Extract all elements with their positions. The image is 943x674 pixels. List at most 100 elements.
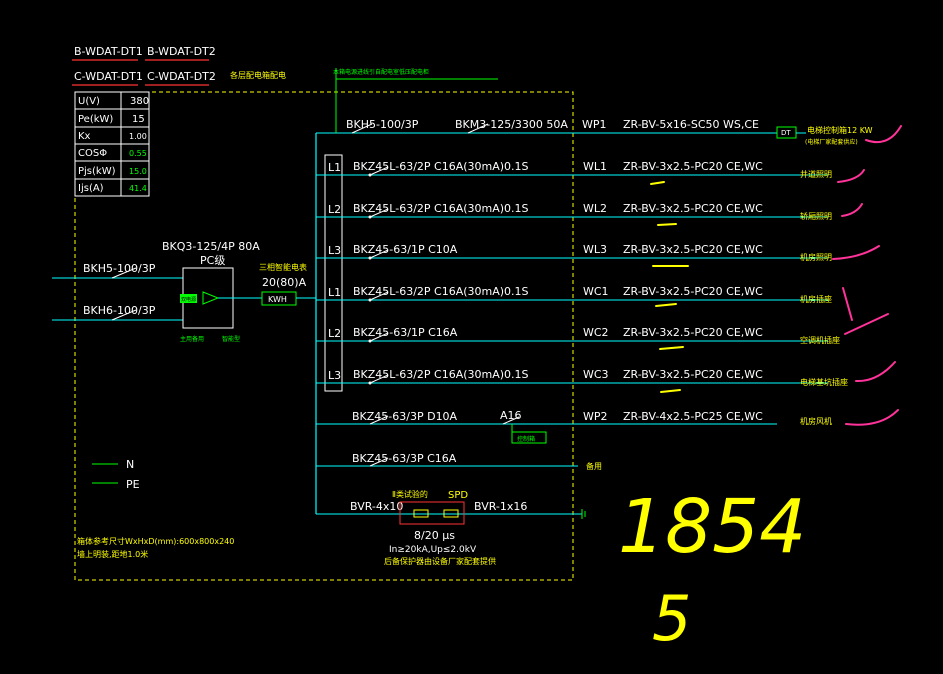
phase-label: L1 (328, 161, 341, 174)
meter-title: 三相智能电表 (259, 262, 307, 272)
circuit-desc: 机房照明 (800, 252, 832, 262)
pink-mark-1 (865, 125, 902, 144)
meter-label: KWH (268, 295, 287, 304)
pink-mark-5 (842, 287, 889, 335)
param-k-0: U(V) (78, 96, 100, 107)
spare-switch (369, 457, 389, 467)
note-line1: 箱体参考尺寸WxHxD(mm):600x800x240 (77, 536, 234, 546)
legend-b1: B-WDAT-DT1 (74, 45, 143, 58)
wp1-breaker: BKH5-100/3P (346, 118, 419, 131)
circuit-switch-pivot (368, 256, 372, 260)
incoming-switch-2 (111, 309, 137, 321)
param-v-5: 41.4 (129, 184, 147, 193)
spd-class: Ⅱ类试验的 (392, 489, 428, 499)
circuit-breaker: BKZ45L-63/2P C16A(30mA)0.1S (353, 285, 529, 298)
spd-cable-left: BVR-4x10 (350, 500, 403, 513)
phase-label: L3 (328, 244, 341, 257)
circuit-switch-pivot (368, 215, 372, 219)
circuit-switch-pivot (368, 173, 372, 177)
circuit-code: WC3 (583, 368, 609, 381)
incoming-breaker-1: BKH5-100/3P (83, 262, 156, 275)
wp2-switch (369, 415, 389, 425)
wp2-control-box (511, 431, 547, 444)
circuit-switch-pivot (368, 381, 372, 385)
spd-element-2 (443, 509, 459, 518)
ats-left-label: 双电源 (181, 296, 196, 303)
ats-arrow-icon (202, 291, 220, 305)
cabinet-title: 各层配电箱配电 (230, 70, 286, 80)
wp2-contactor-switch (502, 416, 520, 425)
circuit-breaker: BKZ45L-63/2P C16A(30mA)0.1S (353, 202, 529, 215)
circuit-switch (369, 208, 389, 218)
phase-column (324, 154, 343, 392)
handwritten-number: 1854 (618, 484, 806, 570)
param-k-1: Pe(kW) (78, 114, 113, 125)
wp2-control-label: 控制箱 (517, 435, 535, 443)
spd-note: 后备保护器由设备厂家配套提供 (384, 556, 496, 566)
spd-box (399, 501, 465, 525)
circuit-switch (369, 374, 389, 384)
circuit-breaker: BKZ45-63/1P C16A (353, 326, 458, 339)
wp1-cable: ZR-BV-5x16-SC50 WS,CE (623, 118, 759, 131)
incoming-switch-1 (111, 267, 137, 279)
circuit-switch (369, 291, 389, 301)
circuit-desc: 轿厢照明 (800, 211, 832, 221)
circuit-cable: ZR-BV-3x2.5-PC20 CE,WC (623, 160, 763, 173)
ats-right-caption: 智能型 (222, 335, 240, 343)
param-k-4: Pjs(kW) (78, 166, 116, 177)
param-v-4: 15.0 (129, 167, 147, 176)
circuit-cable: ZR-BV-3x2.5-PC20 CE,WC (623, 285, 763, 298)
circuit-desc: 机房插座 (800, 294, 832, 304)
ats-left-caption: 主用备用 (180, 335, 204, 343)
meter-rating: 20(80)A (262, 276, 307, 289)
param-k-3: COSΦ (78, 148, 107, 159)
circuit-code: WC2 (583, 326, 609, 339)
ats-left-block (180, 294, 197, 303)
spd-rating1: 8/20 μs (414, 529, 455, 542)
circuit-code: WC1 (583, 285, 609, 298)
wp1-switch-1 (351, 123, 373, 134)
phase-label: L3 (328, 369, 341, 382)
spd-cable-right: BVR-1x16 (474, 500, 527, 513)
underline-6 (660, 389, 681, 393)
legend-c1: C-WDAT-DT1 (74, 70, 143, 83)
circuit-code: WL1 (583, 160, 607, 173)
param-v-0: 380 (130, 96, 149, 107)
circuit-desc: 电梯基坑插座 (800, 377, 848, 387)
circuit-code: WL3 (583, 243, 607, 256)
pink-mark-7 (845, 409, 899, 426)
circuit-switch-pivot (368, 339, 372, 343)
spare-label: 备用 (586, 461, 602, 471)
wp1-desc1: 电梯控制箱12 KW (807, 125, 873, 135)
underline-2 (657, 223, 677, 226)
underline-4 (655, 303, 677, 307)
pink-mark-2 (837, 169, 865, 183)
circuit-cable: ZR-BV-3x2.5-PC20 CE,WC (623, 243, 763, 256)
param-v-1: 15 (132, 114, 145, 125)
top-note: 本箱电源进线引自配电室低压配电柜 (333, 68, 429, 76)
wp2-desc: 机房风机 (800, 416, 832, 426)
wp1-breaker-2: BKM3-125/3300 50A (455, 118, 568, 131)
phase-label: L1 (328, 286, 341, 299)
handwritten-number-2: 5 (652, 582, 691, 655)
pink-mark-4 (832, 245, 880, 260)
circuit-breaker: BKZ45-63/1P C10A (353, 243, 458, 256)
circuit-switch (369, 166, 389, 176)
param-v-3: 0.55 (129, 149, 147, 158)
circuit-cable: ZR-BV-3x2.5-PC20 CE,WC (623, 326, 763, 339)
yellow-underlines (650, 181, 689, 393)
wp1-tag: DT (781, 129, 791, 137)
spd-element-1 (413, 509, 429, 518)
circuit-cable: ZR-BV-3x2.5-PC20 CE,WC (623, 368, 763, 381)
wp1-desc2: (电梯厂家配套供应) (805, 138, 858, 146)
underline-1 (650, 181, 665, 185)
circuit-switch (369, 332, 389, 342)
circuit-breaker: BKZ45L-63/2P C16A(30mA)0.1S (353, 368, 529, 381)
param-k-5: Ijs(A) (78, 183, 104, 194)
wp1-code: WP1 (582, 118, 607, 131)
wp1-switch-2 (467, 123, 489, 134)
circuit-switch (369, 249, 389, 259)
